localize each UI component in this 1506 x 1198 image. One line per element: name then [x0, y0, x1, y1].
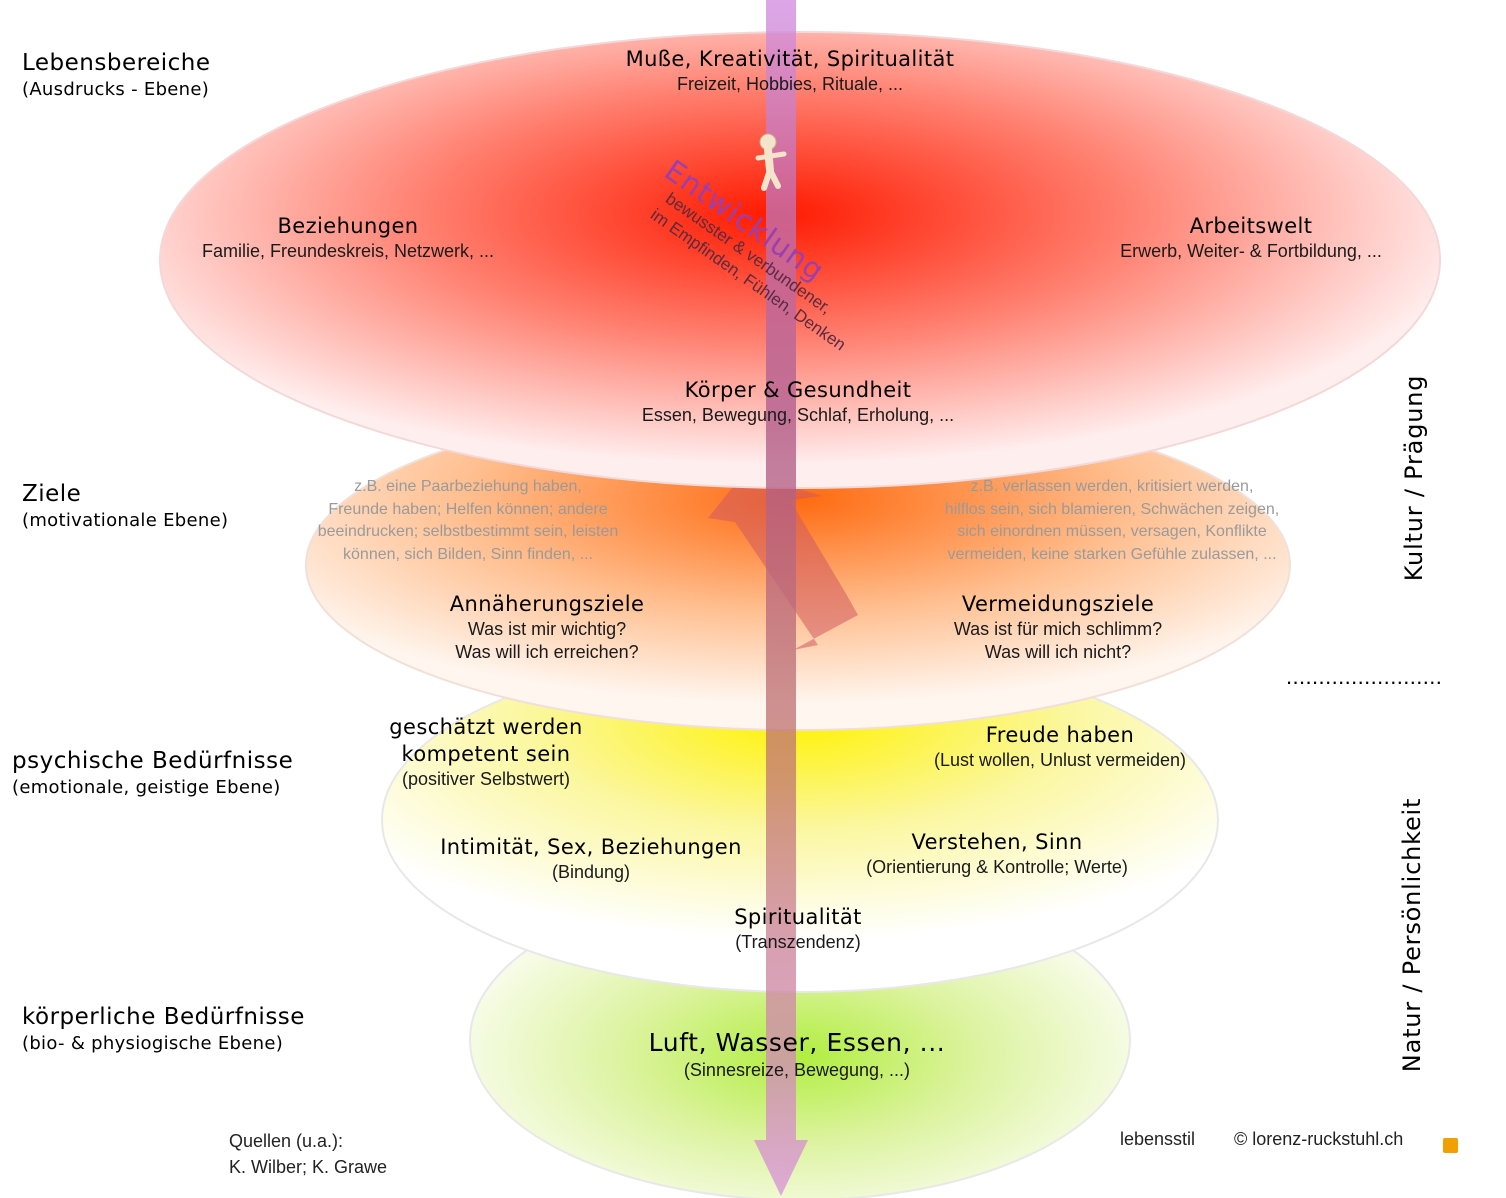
example-line: können, sich Bilden, Sinn finden, ...	[343, 545, 593, 563]
need-meaning: Verstehen, Sinn (Orientierung & Kontroll…	[866, 829, 1128, 879]
axis-label-culture: Kultur / Prägung	[1400, 374, 1428, 582]
need-sub: (Transzendenz)	[735, 932, 861, 952]
life-area-relations: Beziehungen Familie, Freundeskreis, Netz…	[202, 213, 494, 263]
life-area-title: Muße, Kreativität, Spiritualität	[625, 47, 955, 71]
goal-question: Was ist mir wichtig?	[467, 619, 627, 639]
life-area-sub: Freizeit, Hobbies, Rituale, ...	[676, 74, 904, 94]
goal-question: Was will ich erreichen?	[455, 642, 639, 662]
example-line: z.B. verlassen werden, kritisiert werden…	[970, 478, 1254, 495]
example-line: vermeiden, keine starken Gefühle zulasse…	[947, 545, 1277, 563]
need-title: Spiritualität	[734, 905, 862, 929]
goal-title: Annäherungsziele	[449, 592, 645, 616]
need-title: geschätzt werden	[389, 715, 583, 739]
need-sub: (Orientierung & Kontrolle; Werte)	[866, 857, 1128, 877]
need-sub: (Lust wollen, Unlust vermeiden)	[933, 750, 1187, 770]
example-line: beeindrucken; selbstbestimmt sein, leist…	[317, 523, 619, 540]
life-area-title: Körper & Gesundheit	[684, 378, 912, 402]
avoidance-goals: Vermeidungsziele Was ist für mich schlim…	[954, 591, 1162, 664]
approach-examples: z.B. eine Paarbeziehung haben, Freunde h…	[318, 476, 619, 566]
level-label-psychic-needs: psychische Bedürfnisse (emotionale, geis…	[12, 746, 293, 800]
level-title: körperliche Bedürfnisse	[22, 1004, 305, 1030]
level-subtitle: (motivationale Ebene)	[22, 510, 229, 531]
orange-square-icon	[1443, 1138, 1458, 1153]
need-sub: (Sinnesreize, Bewegung, ...)	[683, 1060, 911, 1080]
example-line: hilflos sein, sich blamieren, Schwächen …	[944, 500, 1280, 518]
brand-label: lebensstil	[1120, 1129, 1196, 1149]
copyright-link[interactable]: © lorenz-ruckstuhl.ch	[1234, 1129, 1404, 1149]
need-title: Verstehen, Sinn	[911, 830, 1083, 854]
need-title: kompetent sein	[401, 742, 571, 766]
axis-divider: ........................	[1286, 664, 1443, 689]
life-area-title: Beziehungen	[277, 214, 419, 238]
need-joy: Freude haben (Lust wollen, Unlust vermei…	[934, 722, 1186, 772]
avoidance-examples: z.B. verlassen werden, kritisiert werden…	[945, 476, 1279, 566]
goal-question: Was ist für mich schlimm?	[953, 619, 1163, 639]
need-spirituality: Spiritualität (Transzendenz)	[734, 904, 862, 954]
level-title: Lebensbereiche	[22, 50, 211, 76]
level-subtitle: (emotionale, geistige Ebene)	[12, 777, 281, 798]
life-area-leisure: Muße, Kreativität, Spiritualität Freizei…	[626, 46, 955, 96]
sources-text: K. Wilber; K. Grawe	[229, 1157, 388, 1177]
life-area-sub: Familie, Freundeskreis, Netzwerk, ...	[201, 241, 495, 261]
sources: Quellen (u.a.): K. Wilber; K. Grawe	[229, 1128, 387, 1180]
need-esteem: geschätzt werden kompetent sein (positiv…	[389, 714, 582, 791]
level-life-areas-ellipse	[159, 31, 1441, 489]
level-title: psychische Bedürfnisse	[12, 748, 294, 774]
example-line: sich einordnen müssen, versagen, Konflik…	[957, 523, 1267, 540]
sources-label: Quellen (u.a.):	[229, 1131, 344, 1151]
need-sub: (positiver Selbstwert)	[401, 769, 571, 789]
life-area-work: Arbeitswelt Erwerb, Weiter- & Fortbildun…	[1120, 213, 1382, 263]
level-label-goals: Ziele (motivationale Ebene)	[22, 479, 228, 533]
level-label-body-needs: körperliche Bedürfnisse (bio- & physiogi…	[22, 1002, 305, 1056]
need-title: Luft, Wasser, Essen, ...	[648, 1028, 946, 1057]
goal-title: Vermeidungsziele	[961, 592, 1155, 616]
life-area-title: Arbeitswelt	[1189, 214, 1313, 238]
life-area-body-health: Körper & Gesundheit Essen, Bewegung, Sch…	[642, 377, 954, 427]
need-physical: Luft, Wasser, Essen, ... (Sinnesreize, B…	[649, 1027, 946, 1082]
example-line: z.B. eine Paarbeziehung haben,	[354, 478, 582, 495]
level-label-life-areas: Lebensbereiche (Ausdrucks - Ebene)	[22, 48, 210, 102]
life-area-sub: Erwerb, Weiter- & Fortbildung, ...	[1120, 241, 1382, 261]
need-title: Intimität, Sex, Beziehungen	[440, 835, 742, 859]
need-intimacy: Intimität, Sex, Beziehungen (Bindung)	[440, 834, 742, 884]
life-area-sub: Essen, Bewegung, Schlaf, Erholung, ...	[641, 405, 955, 425]
axis-label-nature: Natur / Persönlichkeit	[1398, 797, 1426, 1073]
approach-goals: Annäherungsziele Was ist mir wichtig? Wa…	[450, 591, 645, 664]
need-title: Freude haben	[985, 723, 1135, 747]
example-line: Freunde haben; Helfen können; andere	[328, 500, 608, 518]
level-subtitle: (Ausdrucks - Ebene)	[22, 79, 210, 100]
level-title: Ziele	[22, 481, 82, 507]
vertical-axis-arrow	[754, 0, 808, 1196]
goal-question: Was will ich nicht?	[984, 642, 1132, 662]
need-sub: (Bindung)	[551, 862, 631, 882]
level-subtitle: (bio- & physiogische Ebene)	[22, 1033, 284, 1054]
walking-figure-icon	[755, 133, 787, 191]
